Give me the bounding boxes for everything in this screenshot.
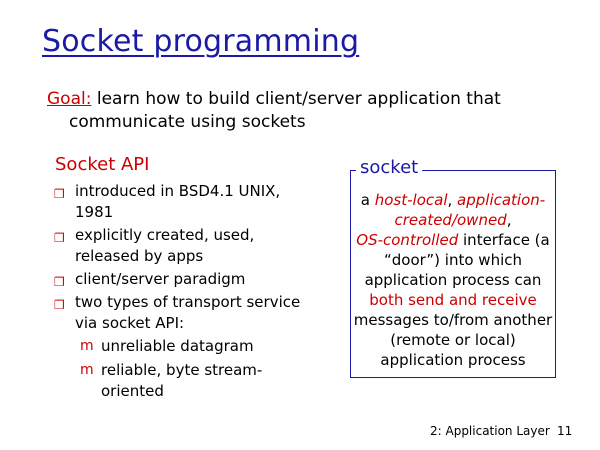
bullet-text: introduced in BSD4.1 UNIX, 1981 (75, 182, 281, 221)
socket-api-heading: Socket API (55, 154, 150, 175)
m-bullet-icon: m (80, 362, 94, 378)
goal-text-line2: communicate using sockets (69, 112, 306, 132)
box-bullet-icon: ❒ (54, 275, 65, 289)
socket-definition-text: a host-local, application-created/owned,… (352, 190, 554, 370)
footer-page-number: 11 (557, 424, 573, 438)
goal-statement: Goal: learn how to build client/server a… (47, 88, 587, 134)
footer-section: 2: Application Layer (430, 424, 550, 438)
list-item: ❒ explicitly created, used, released by … (50, 225, 320, 267)
box-bullet-icon: ❒ (54, 231, 65, 245)
m-bullet-icon: m (80, 338, 94, 354)
def-app-created: application-created/owned (394, 191, 546, 229)
def-os-controlled: OS-controlled (356, 231, 459, 249)
list-item: ❒ client/server paradigm (50, 269, 320, 290)
box-bullet-icon: ❒ (54, 298, 65, 312)
socket-definition-box (350, 170, 556, 378)
sub-bullet-text: unreliable datagram (101, 337, 254, 355)
transport-types-list: m unreliable datagram m reliable, byte s… (75, 336, 320, 402)
def-text: , (506, 211, 512, 229)
goal-label: Goal: (47, 89, 92, 109)
sub-bullet-text: reliable, byte stream-oriented (101, 361, 263, 400)
list-item: ❒ two types of transport service via soc… (50, 292, 320, 402)
bullet-text: client/server paradigm (75, 270, 246, 288)
list-item: ❒ introduced in BSD4.1 UNIX, 1981 (50, 181, 320, 223)
def-text: messages to/from another (remote or loca… (353, 311, 553, 369)
def-host-local: host-local (374, 191, 448, 209)
socket-box-label: socket (356, 157, 423, 178)
def-send-receive: both send and receive (369, 291, 537, 309)
def-text: a (360, 191, 375, 209)
goal-text-line1: learn how to build client/server applica… (91, 89, 501, 109)
sub-list-item: m reliable, byte stream-oriented (75, 360, 320, 402)
def-text: interface (a “door”) into which applicat… (364, 231, 550, 289)
def-text: , (447, 191, 458, 209)
slide-title: Socket programming (42, 24, 360, 59)
box-bullet-icon: ❒ (54, 187, 65, 201)
bullet-text: two types of transport service via socke… (75, 293, 301, 332)
socket-api-list: ❒ introduced in BSD4.1 UNIX, 1981 ❒ expl… (50, 181, 320, 405)
sub-list-item: m unreliable datagram (75, 336, 320, 357)
bullet-text: explicitly created, used, released by ap… (75, 226, 255, 265)
